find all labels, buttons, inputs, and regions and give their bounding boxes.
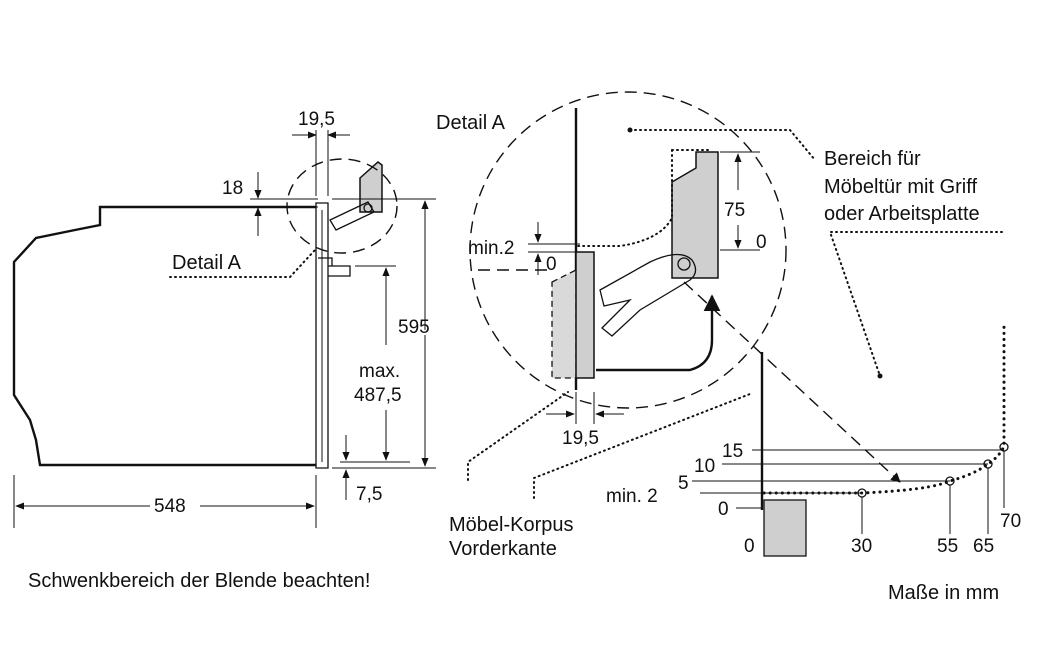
detail-a-left-label: Detail A	[172, 252, 242, 274]
cabinet-block	[763, 499, 807, 557]
oven-handle	[328, 265, 351, 277]
y-label-10: 10	[694, 456, 715, 477]
x-label-30: 30	[851, 536, 872, 557]
hinge-bracket	[671, 151, 719, 279]
dim-max: max.	[359, 361, 400, 382]
dim-19-5-bottom: 19,5	[562, 428, 599, 449]
detail-a-enlarged: Detail A 75 0 min.2 0	[436, 91, 787, 560]
detail-a-circle-large	[469, 91, 787, 409]
bereich-label-line2: Möbeltür mit Griff	[824, 176, 977, 198]
dim-18: 18	[222, 178, 243, 199]
door-panel	[575, 251, 595, 379]
hinge-arm	[599, 253, 697, 337]
y-label-5: 5	[678, 473, 689, 494]
oven-body-outline	[12, 205, 316, 467]
detail-a-left-leader	[169, 249, 316, 278]
swing-curve-graph: 15 10 5 min. 2 0 0 30 55 65 70	[606, 320, 1021, 557]
dim-min2-detail: min.2	[468, 238, 514, 259]
swing-path	[762, 320, 1006, 495]
dim-0-right: 0	[756, 232, 767, 253]
oven-side-view: Detail A	[12, 158, 398, 469]
dim-595: 595	[398, 317, 430, 338]
dim-7-5: 7,5	[356, 484, 382, 505]
bereich-label-line3: oder Arbeitsplatte	[824, 203, 980, 225]
dim-548: 548	[154, 496, 186, 517]
korpus-label-line2: Vorderkante	[449, 538, 557, 560]
x-label-0: 0	[744, 536, 755, 557]
detail-a-circle-small	[286, 158, 398, 254]
x-label-55: 55	[937, 536, 958, 557]
units-text: Maße in mm	[888, 582, 999, 604]
y-label-15: 15	[722, 441, 743, 462]
swing-arrow	[596, 294, 721, 372]
left-dimensions: 19,5 18 595 max. 487,5 7,5 548	[13, 109, 436, 528]
detail-a-right-label: Detail A	[436, 112, 506, 134]
y-label-0: 0	[718, 499, 729, 520]
oven-front-panel	[315, 202, 329, 469]
dim-75: 75	[724, 200, 745, 221]
bereich-label-line1: Bereich für	[824, 148, 921, 170]
detail-to-curve-arrow	[683, 281, 901, 483]
dim-19-5-top: 19,5	[298, 109, 335, 130]
korpus-label-line1: Möbel-Korpus	[449, 514, 574, 536]
dim-0-detail: 0	[546, 254, 557, 275]
y-label-min2: min. 2	[606, 486, 658, 507]
x-label-70: 70	[1000, 511, 1021, 532]
hint-text: Schwenkbereich der Blende beachten!	[28, 570, 370, 592]
x-label-65: 65	[973, 536, 994, 557]
dim-487-5: 487,5	[354, 385, 402, 406]
